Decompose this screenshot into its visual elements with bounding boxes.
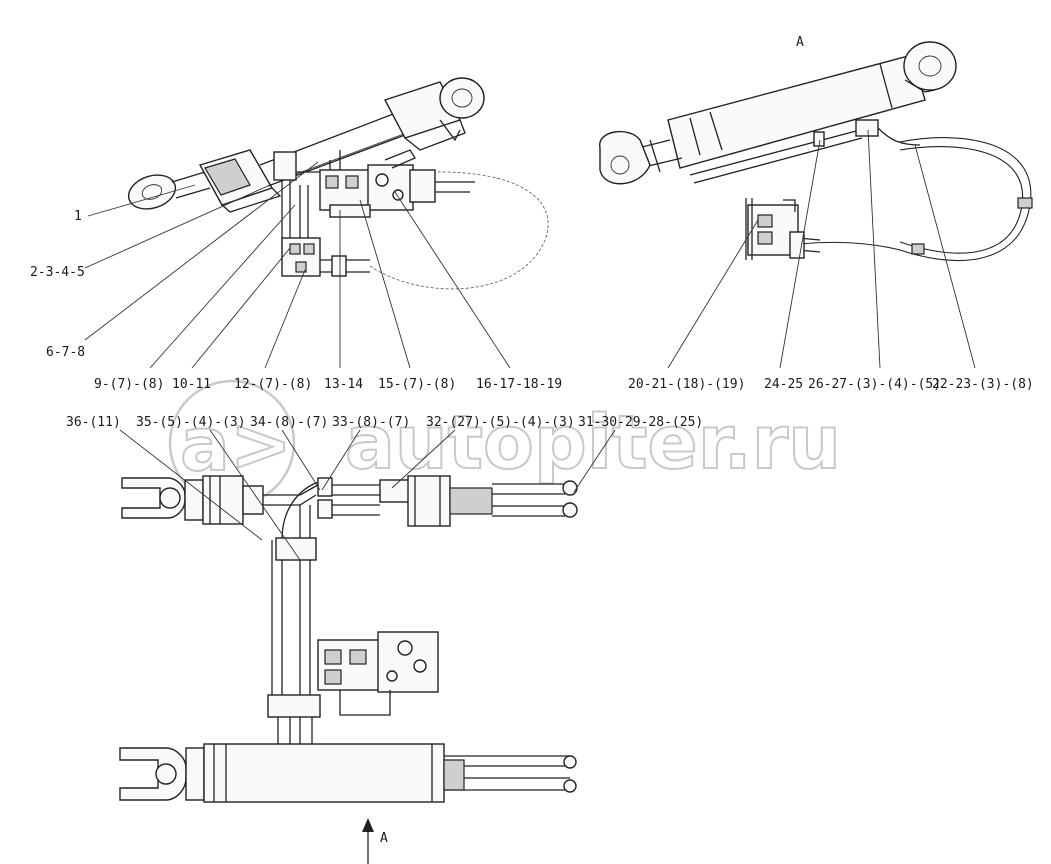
watermark-text: autopiter.ru bbox=[345, 400, 841, 486]
leader-lines bbox=[84, 129, 976, 561]
callout-22-23: 22-23-(3)-(8) bbox=[932, 377, 1034, 392]
callout-16-17-18-19: 16-17-18-19 bbox=[476, 377, 562, 392]
callout-15: 15-(7)-(8) bbox=[378, 377, 456, 392]
callout-2-3-4-5: 2-3-4-5 bbox=[30, 265, 85, 280]
bottom-cylinder-assembly bbox=[119, 475, 578, 864]
callout-24-25: 24-25 bbox=[764, 377, 803, 392]
callout-31-30-29-28: 31-30-29-28-(25) bbox=[578, 415, 703, 430]
callout-9: 9-(7)-(8) bbox=[94, 377, 164, 392]
callout-6-7-8: 6-7-8 bbox=[46, 345, 85, 360]
view-label-a-bottom: A bbox=[380, 831, 388, 846]
callout-13-14: 13-14 bbox=[324, 377, 363, 392]
callout-33: 33-(8)-(7) bbox=[332, 415, 410, 430]
top-left-cylinder-assembly bbox=[127, 77, 549, 290]
callout-26-27: 26-27-(3)-(4)-(5) bbox=[808, 377, 941, 392]
callout-1: 1 bbox=[74, 209, 82, 224]
callout-12: 12-(7)-(8) bbox=[234, 377, 312, 392]
callout-10-11: 10-11 bbox=[172, 377, 211, 392]
view-label-a-top: A bbox=[796, 35, 804, 50]
callout-32: 32-(27)-(5)-(4)-(3) bbox=[426, 415, 575, 430]
callout-36: 36-(11) bbox=[66, 415, 121, 430]
watermark-logo: a> bbox=[180, 402, 292, 488]
top-right-cylinder-assembly bbox=[599, 41, 1033, 262]
callout-20-21: 20-21-(18)-(19) bbox=[628, 377, 745, 392]
callout-34: 34-(8)-(7) bbox=[250, 415, 328, 430]
callout-35: 35-(5)-(4)-(3) bbox=[136, 415, 246, 430]
watermark: a> autopiter.ru bbox=[168, 379, 842, 507]
